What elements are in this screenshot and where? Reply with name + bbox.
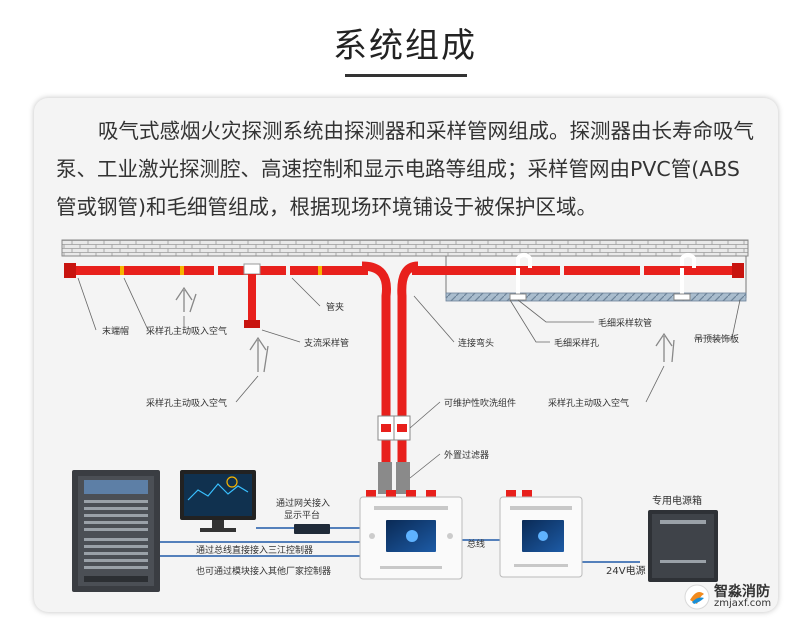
label-bus-line-1: 通过总线直接接入三江控制器 [196,544,313,556]
label-blow-assembly: 可维护性吹洗组件 [444,397,516,409]
power-box: 专用电源箱 24V电源 [606,494,718,582]
branch-pipe [243,263,261,328]
intro-paragraph: 吸气式感烟火灾探测系统由探测器和采样管网组成。探测器由长寿命吸气泵、工业激光探测… [56,119,754,219]
leader-lines [77,277,741,479]
detector-secondary [499,490,583,578]
capillary-drop-2 [673,253,696,301]
suspended-ceiling [445,256,747,302]
watermark-url: zmjaxf.com [714,598,772,609]
label-capillary-tube: 毛细采样软管 [598,317,652,329]
label-gateway: 通过网关接入 [276,497,330,509]
capillary-drop-1 [509,253,532,301]
monitor [180,470,256,532]
detector-main [359,490,463,580]
label-branch-pipe: 支流采样管 [304,337,349,349]
label-ceiling: 吊顶装饰板 [694,333,739,345]
label-capillary-hole: 毛细采样孔 [554,337,599,349]
watermark-name: 智淼消防 [714,584,770,600]
label-power-24v: 24V电源 [606,564,646,577]
external-filter [378,462,410,494]
label-pipe-clamp: 管夹 [326,301,344,313]
label-bus: 总线 [467,538,485,550]
label-bus-line-2: 也可通过模块接入其他厂家控制器 [196,565,331,577]
label-end-cap: 末端帽 [102,325,129,337]
label-sample-hole-2: 采样孔主动吸入空气 [146,397,227,409]
label-gateway-2: 显示平台 [284,509,320,521]
airflow-arrows [175,286,675,373]
brick-ceiling [61,239,749,257]
label-elbow: 连接弯头 [458,337,494,349]
gateway-device: 通过网关接入 显示平台 [276,497,330,534]
blow-wash-assembly [377,415,411,441]
page-title: 系统组成 [333,26,477,66]
riser-pipes [361,261,419,462]
label-filter: 外置过滤器 [444,449,489,461]
watermark: 智淼消防 zmjaxf.com [684,584,771,610]
label-power-box: 专用电源箱 [652,494,702,507]
main-pipe-right [412,263,744,278]
logo-icon [684,584,710,610]
title-underline [345,74,467,77]
main-pipe-left [64,263,368,278]
label-sample-hole-1: 采样孔主动吸入空气 [146,325,227,337]
label-sample-hole-3: 采样孔主动吸入空气 [548,397,629,409]
fire-alarm-controller [72,470,160,592]
bus-lines [160,527,640,563]
